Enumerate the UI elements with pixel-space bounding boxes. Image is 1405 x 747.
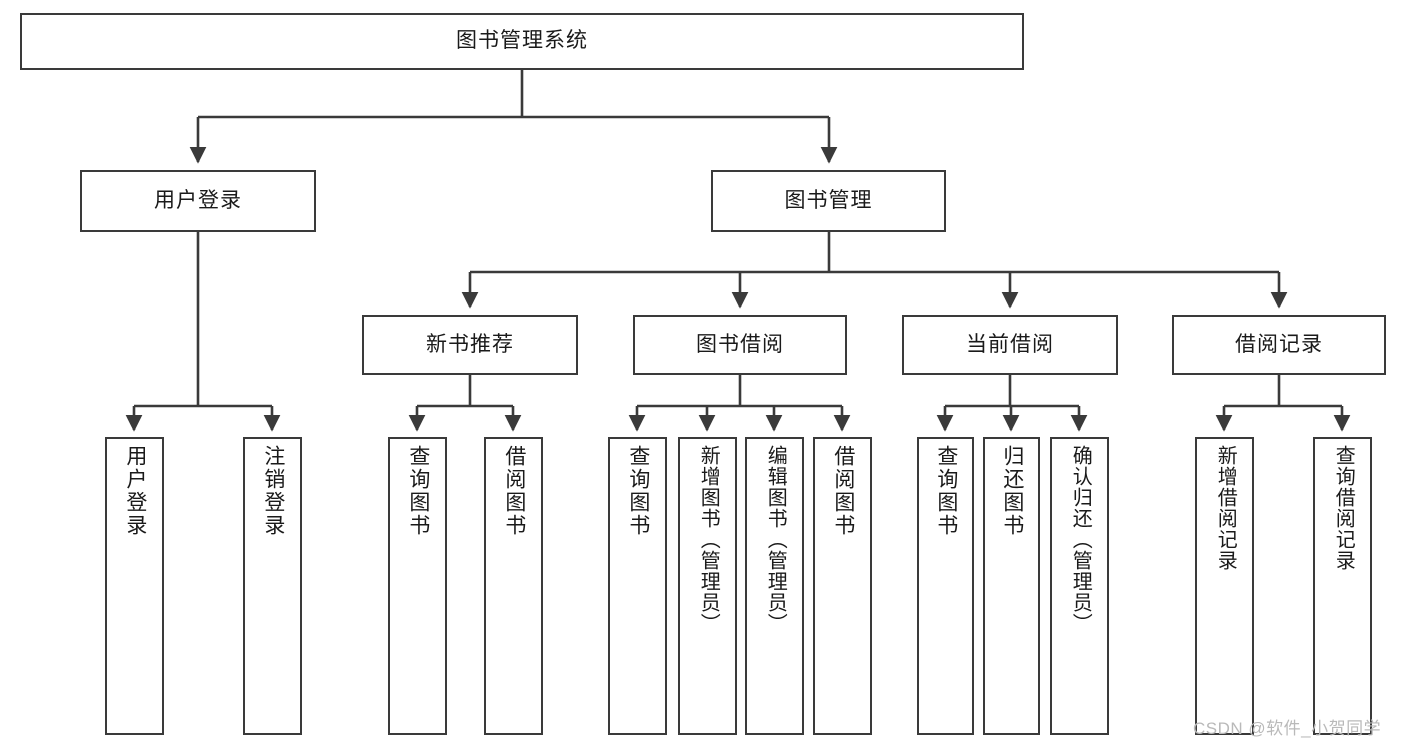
leaf-query-borrow-record-label: 查询借阅记录: [1332, 445, 1355, 571]
node-book-borrow-label: 图书借阅: [696, 332, 784, 356]
leaf-confirm-return-admin-label: 确认归还（管理员）: [1069, 445, 1092, 634]
node-user-login[interactable]: 用户登录: [80, 170, 316, 232]
leaf-return-book[interactable]: 归还图书: [983, 437, 1040, 735]
leaf-query-book-current-label: 查询图书: [934, 445, 958, 537]
leaf-borrow-book-recommend[interactable]: 借阅图书: [484, 437, 543, 735]
watermark: CSDN @软件_小贺同学: [1193, 719, 1382, 738]
leaf-edit-book-admin-label: 编辑图书（管理员）: [764, 445, 787, 634]
leaf-add-book-admin[interactable]: 新增图书（管理员）: [678, 437, 737, 735]
node-borrow-records-label: 借阅记录: [1235, 332, 1323, 356]
leaf-add-borrow-record[interactable]: 新增借阅记录: [1195, 437, 1254, 735]
leaf-edit-book-admin[interactable]: 编辑图书（管理员）: [745, 437, 804, 735]
leaf-confirm-return-admin[interactable]: 确认归还（管理员）: [1050, 437, 1109, 735]
leaf-add-borrow-record-label: 新增借阅记录: [1214, 445, 1237, 571]
node-new-book-recommend[interactable]: 新书推荐: [362, 315, 578, 375]
leaf-user-login-label: 用户登录: [123, 445, 147, 537]
node-root-label: 图书管理系统: [456, 29, 588, 53]
leaf-return-book-label: 归还图书: [1000, 445, 1024, 537]
leaf-borrow-book[interactable]: 借阅图书: [813, 437, 872, 735]
node-book-management[interactable]: 图书管理: [711, 170, 946, 232]
leaf-query-book-recommend-label: 查询图书: [406, 445, 430, 537]
node-borrow-records[interactable]: 借阅记录: [1172, 315, 1386, 375]
leaf-user-login[interactable]: 用户登录: [105, 437, 164, 735]
leaf-logout-label: 注销登录: [261, 445, 285, 537]
leaf-add-book-admin-label: 新增图书（管理员）: [697, 445, 720, 634]
node-current-borrow-label: 当前借阅: [966, 332, 1054, 356]
leaf-borrow-book-recommend-label: 借阅图书: [502, 445, 526, 537]
node-new-book-recommend-label: 新书推荐: [426, 332, 514, 356]
leaf-logout[interactable]: 注销登录: [243, 437, 302, 735]
node-user-login-label: 用户登录: [154, 188, 242, 212]
leaf-borrow-book-label: 借阅图书: [831, 445, 855, 537]
leaf-query-book-recommend[interactable]: 查询图书: [388, 437, 447, 735]
leaf-query-book-borrow[interactable]: 查询图书: [608, 437, 667, 735]
leaf-query-borrow-record[interactable]: 查询借阅记录: [1313, 437, 1372, 735]
node-current-borrow[interactable]: 当前借阅: [902, 315, 1118, 375]
node-root[interactable]: 图书管理系统: [20, 13, 1024, 70]
leaf-query-book-borrow-label: 查询图书: [626, 445, 650, 537]
leaf-query-book-current[interactable]: 查询图书: [917, 437, 974, 735]
node-book-management-label: 图书管理: [784, 188, 873, 212]
node-book-borrow[interactable]: 图书借阅: [633, 315, 847, 375]
